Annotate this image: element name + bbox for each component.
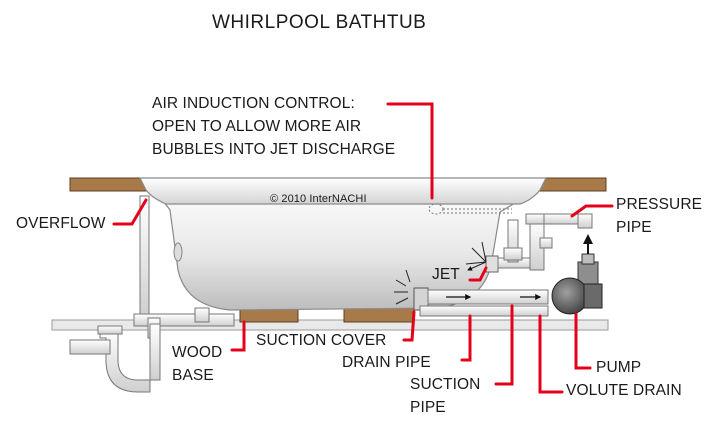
label-air-induction-line3: BUBBLES INTO JET DISCHARGE (152, 141, 396, 158)
pump-unit (551, 234, 603, 315)
tub-rim (139, 177, 547, 205)
leader-jet (468, 266, 488, 282)
label-suction-cover: SUCTION COVER (256, 332, 387, 349)
label-air-induction-line2: OPEN TO ALLOW MORE AIR (152, 118, 362, 135)
leader-drain-pipe (460, 314, 472, 362)
copyright-text: © 2010 InterNACHI (270, 193, 367, 205)
label-air-induction-line1: AIR INDUCTION CONTROL: (152, 95, 355, 112)
overflow-fitting (173, 242, 183, 262)
diagram-title: WHIRLPOOL BATHTUB (212, 12, 427, 33)
label-pressure-line2: PIPE (616, 219, 652, 236)
label-pump: PUMP (596, 359, 642, 376)
leader-overflow (112, 198, 148, 226)
suction-pipe (419, 289, 549, 317)
label-drain-pipe: DRAIN PIPE (342, 354, 431, 371)
label-overflow: OVERFLOW (16, 215, 106, 232)
label-suction-line1: SUCTION (410, 376, 481, 393)
leader-volute-drain (538, 314, 564, 394)
pressure-piping (497, 213, 593, 271)
label-volute-drain: VOLUTE DRAIN (566, 382, 682, 399)
label-suction-line2: PIPE (410, 399, 446, 416)
label-jet: JET (432, 266, 460, 283)
leader-suction-pipe (494, 304, 514, 386)
label-wood-base-line2: BASE (172, 367, 214, 384)
label-pressure-line1: PRESSURE (616, 196, 703, 213)
deck-board-right (535, 177, 607, 192)
leader-lines (112, 102, 614, 394)
leader-pressure-pipe (570, 204, 614, 218)
leader-air-induction (386, 102, 434, 200)
leader-suction-cover (402, 310, 416, 342)
air-line (428, 203, 512, 215)
leader-wood-base (230, 320, 246, 352)
leader-pump (574, 312, 592, 370)
label-wood-base-line1: WOOD (172, 344, 223, 361)
floor-slab (51, 319, 609, 331)
drain-piping (69, 195, 235, 393)
